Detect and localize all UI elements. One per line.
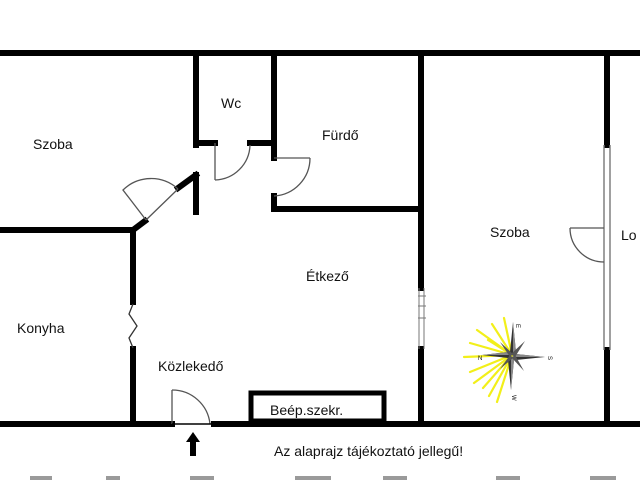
bathroom-door: [273, 157, 311, 197]
glazing: [418, 145, 611, 350]
room-label-konyha: Konyha: [17, 320, 65, 336]
compass-rose: N E S W: [462, 316, 552, 404]
wc-door-swing: [214, 144, 251, 181]
wc-door: [214, 143, 251, 181]
walls: [0, 50, 640, 427]
right-bedroom-door: [569, 227, 605, 263]
bedroom-door-swing: [122, 177, 179, 221]
compass-west-label: W: [510, 395, 516, 401]
compass-north-label: N: [478, 356, 482, 362]
wardrobe-outline: [248, 390, 387, 424]
disclaimer-text: Az alaprajz tájékoztató jellegű!: [274, 443, 463, 459]
room-label-furdo: Fürdő: [322, 127, 359, 143]
room-label-kozlekedo: Közlekedő: [158, 358, 224, 374]
compass-south-label: S: [546, 356, 552, 360]
compass-east-label: E: [514, 324, 520, 328]
room-label-wc: Wc: [221, 95, 241, 111]
room-labels: Szoba Wc Fürdő Szoba Lo Étkező Konyha Kö…: [17, 95, 637, 418]
room-label-szoba-left: Szoba: [33, 136, 73, 152]
right-bedroom-door-swing: [569, 227, 605, 263]
entrance-door: [171, 389, 214, 425]
doors: [122, 143, 605, 425]
kitchen-folding-door-leaf: [128, 303, 138, 349]
room-label-loggia: Lo: [621, 227, 637, 243]
entrance-arrow-icon: [186, 432, 200, 456]
kitchen-folding-door: [128, 303, 138, 349]
entrance-door-swing: [171, 389, 211, 425]
bathroom-door-swing: [273, 157, 311, 197]
bedroom-door: [122, 177, 179, 221]
room-label-etkezo: Étkező: [306, 268, 349, 284]
bedroom-door-leaf: [145, 188, 179, 221]
room-label-szoba-right: Szoba: [490, 224, 530, 240]
sun-icon: [462, 316, 514, 404]
compass-star-icon: [482, 322, 545, 390]
cropped-bottom-strip: [30, 476, 616, 480]
wardrobe-label: Beép.szekr.: [270, 402, 343, 418]
corner-angle-wall: [128, 216, 150, 235]
